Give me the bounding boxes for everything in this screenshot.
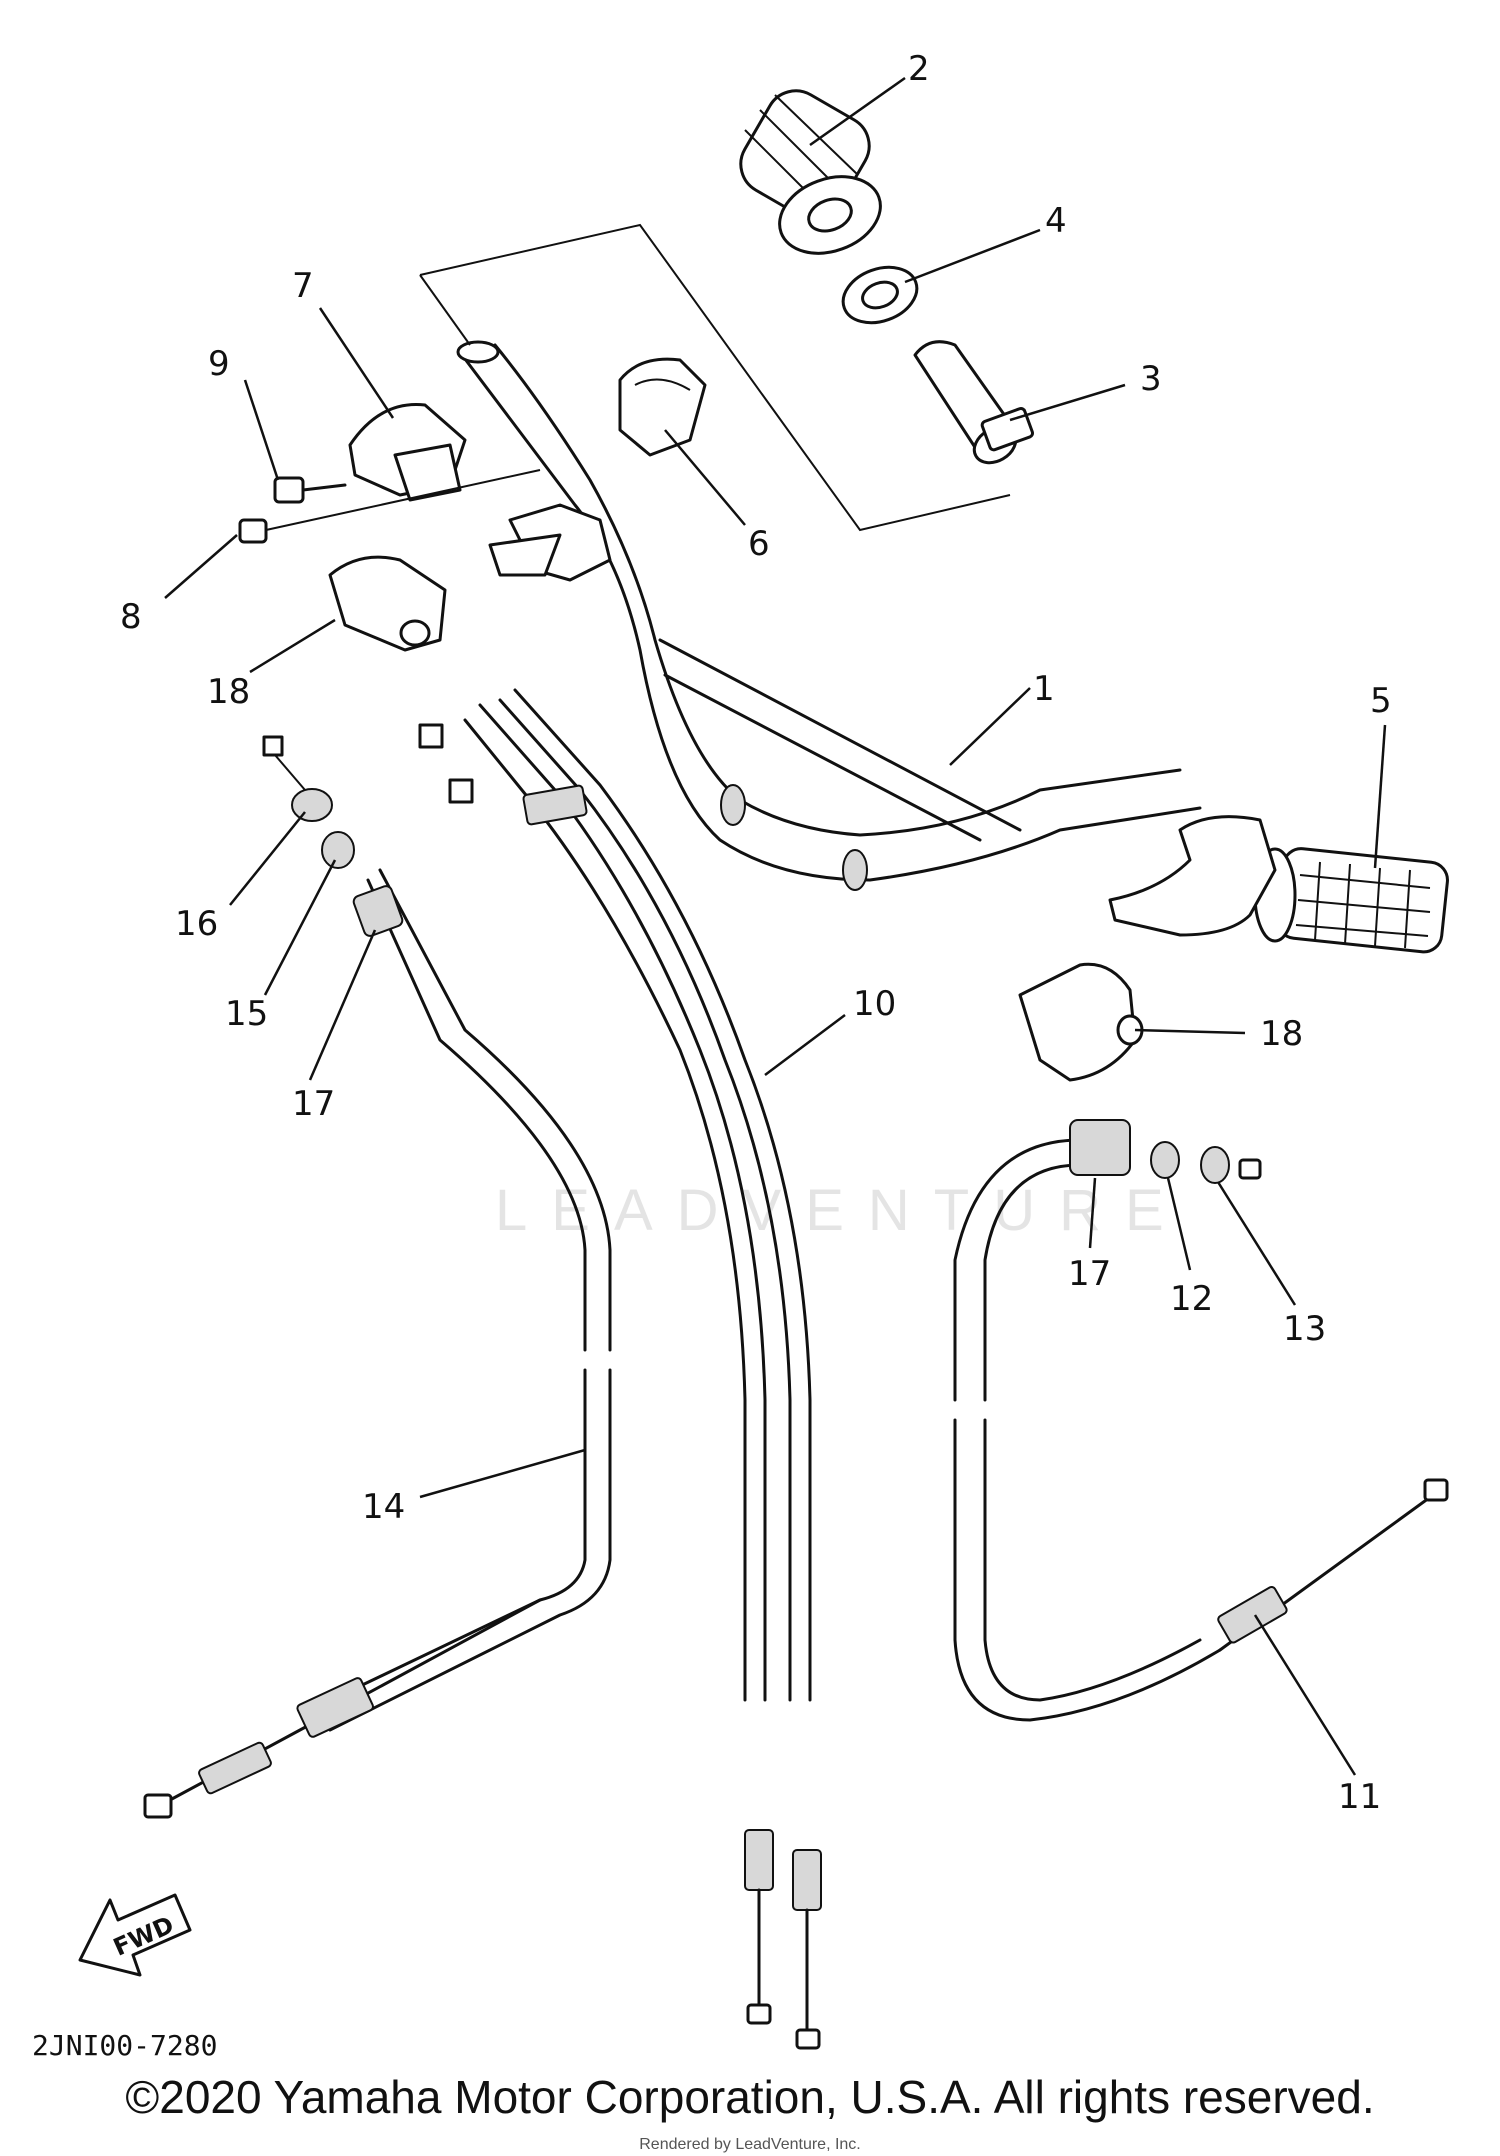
handlebar xyxy=(456,340,1202,891)
right-lever-holder xyxy=(1108,815,1277,937)
callout-9: 9 xyxy=(208,344,230,384)
callout-18-right: 18 xyxy=(1260,1014,1303,1054)
callout-11: 11 xyxy=(1338,1777,1381,1817)
callout-5: 5 xyxy=(1370,681,1392,721)
leader-lines xyxy=(164,76,1387,1776)
grip-part-2 xyxy=(739,89,882,255)
callout-13: 13 xyxy=(1283,1309,1326,1349)
drawing-code: 2JNI00-7280 xyxy=(32,2029,217,2062)
clutch-cable-part-14 xyxy=(143,868,612,1819)
callout-10: 10 xyxy=(853,984,896,1024)
screw-part-9 xyxy=(273,476,347,504)
left-clamp-on-bar xyxy=(488,503,612,582)
screw-part-8 xyxy=(238,469,541,544)
exploded-view-bracket-left xyxy=(419,274,471,346)
callout-17-right: 17 xyxy=(1068,1254,1111,1294)
callout-4: 4 xyxy=(1045,201,1067,241)
callout-15: 15 xyxy=(225,994,268,1034)
callout-3: 3 xyxy=(1140,359,1162,399)
cable-adjuster-parts-left xyxy=(262,735,404,937)
callout-2: 2 xyxy=(908,49,930,89)
callout-12: 12 xyxy=(1170,1279,1213,1319)
washer-part-4 xyxy=(841,265,919,325)
copyright-notice: ©2020 Yamaha Motor Corporation, U.S.A. A… xyxy=(125,2071,1375,2123)
callout-17-left: 17 xyxy=(292,1084,335,1124)
callout-6: 6 xyxy=(748,524,770,564)
upper-clamp-part-6 xyxy=(618,357,707,457)
callout-16: 16 xyxy=(175,904,218,944)
callout-labels: 1 2 3 4 5 6 7 8 9 10 11 12 13 14 15 16 1… xyxy=(120,49,1392,1817)
lever-holder-right-part-18 xyxy=(1018,962,1144,1082)
lever-holder-left-part-18 xyxy=(328,555,447,652)
watermark-text: LEADVENTURE xyxy=(495,1178,1188,1243)
callout-7: 7 xyxy=(292,266,314,306)
render-credit: Rendered by LeadVenture, Inc. xyxy=(639,2136,861,2153)
right-grip xyxy=(1253,847,1449,954)
callout-18-left: 18 xyxy=(207,672,250,712)
fwd-arrow-icon: FWD xyxy=(78,1893,192,1977)
exploded-view-bracket xyxy=(419,223,1011,532)
callout-14: 14 xyxy=(362,1487,405,1527)
throttle-tube-part-3 xyxy=(913,340,1034,465)
switch-housing-part-7 xyxy=(348,403,467,502)
callout-8: 8 xyxy=(120,597,142,637)
callout-1: 1 xyxy=(1033,669,1055,709)
cable-part-11 xyxy=(953,1119,1449,1722)
throttle-cables-part-10 xyxy=(418,688,822,2050)
